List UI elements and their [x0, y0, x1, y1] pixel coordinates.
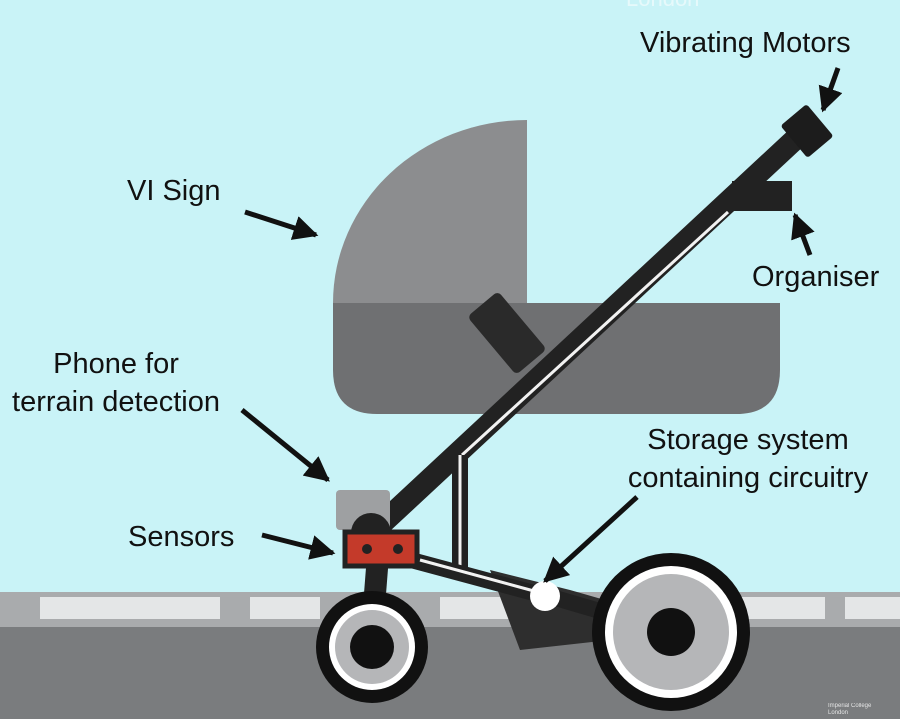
pavement	[0, 592, 900, 627]
rear-wheel	[592, 553, 750, 711]
label-storage-line2: containing circuitry	[627, 462, 869, 494]
label-vi-sign: VI Sign	[127, 175, 221, 207]
label-sensors: Sensors	[128, 521, 235, 553]
arrow-organiser	[791, 212, 815, 256]
label-phone-line2: terrain detection	[12, 386, 220, 418]
storage-ball	[530, 581, 560, 611]
watermark-bottom: Imperial College London	[828, 703, 871, 717]
label-vibrating-motors: Vibrating Motors	[640, 27, 851, 59]
label-phone: Phone for terrain detection	[0, 345, 234, 421]
road	[0, 627, 900, 719]
organiser	[732, 181, 792, 211]
front-wheel	[316, 591, 428, 703]
arrow-vi-sign	[244, 209, 319, 240]
basket-mount	[469, 293, 545, 373]
label-storage-line1: Storage system	[647, 424, 849, 456]
watermark-bottom-line1: Imperial College	[828, 703, 872, 709]
arrow-vibrating-motors	[818, 67, 843, 113]
vi-sign-hood	[333, 120, 527, 303]
handle-wire	[460, 210, 730, 457]
watermark-bottom-line2: London	[828, 710, 849, 716]
vibrating-motors	[781, 105, 833, 157]
arrow-phone	[240, 408, 330, 482]
arrow-storage	[543, 495, 639, 583]
label-storage: Storage system containing circuitry	[610, 421, 886, 497]
sensors-box	[342, 529, 420, 569]
label-organiser: Organiser	[752, 261, 880, 293]
watermark-top: London	[626, 0, 699, 12]
label-phone-line1: Phone for	[53, 348, 179, 380]
annotation-arrows	[240, 67, 843, 583]
arrow-sensors	[261, 532, 336, 560]
